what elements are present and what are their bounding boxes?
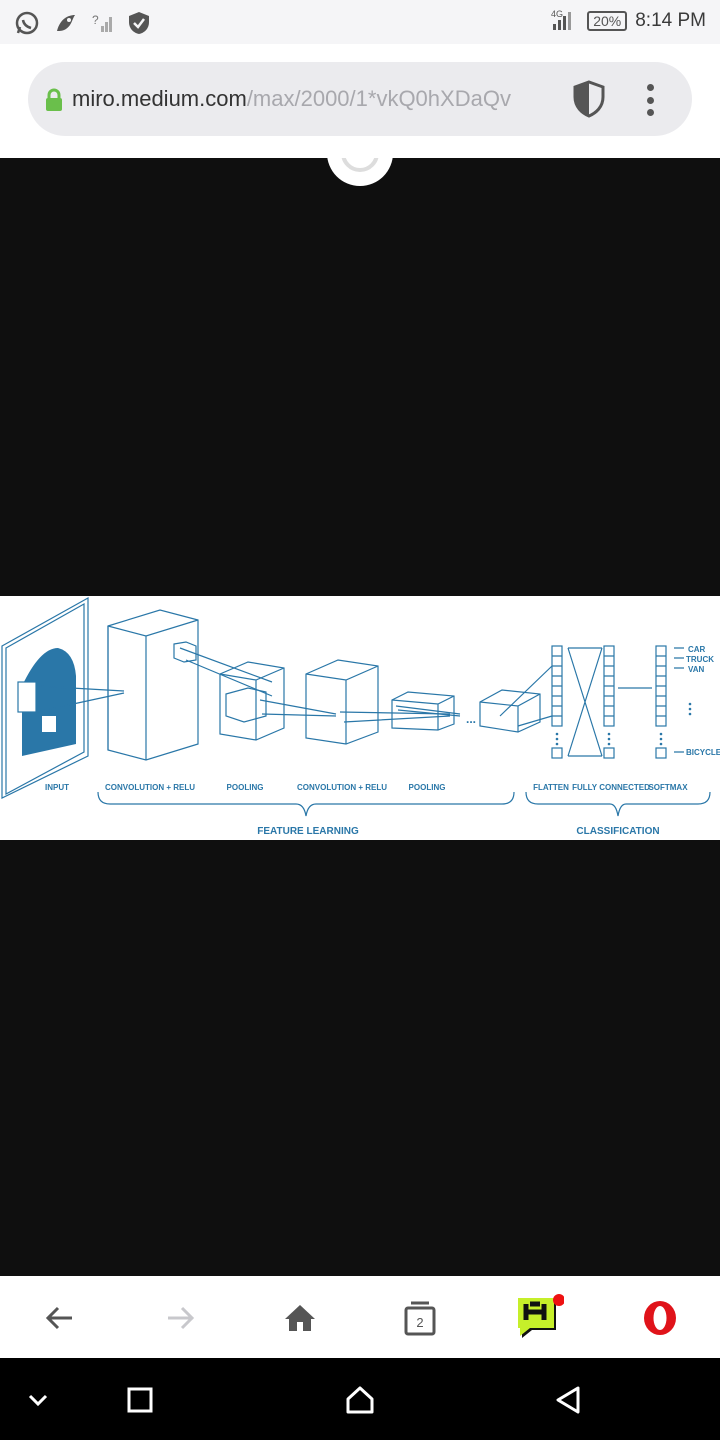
stage-fully-connected: FULLY CONNECTED (572, 783, 650, 792)
recents-icon (127, 1387, 153, 1413)
url-text[interactable]: miro.medium.com/max/2000/1*vkQ0hXDaQv (72, 86, 562, 112)
ad-block-shield-icon[interactable] (572, 80, 606, 118)
tabs-button[interactable]: 2 (396, 1294, 444, 1342)
whatsapp-icon (15, 11, 39, 35)
class-truck: TRUCK (686, 655, 714, 664)
stage-conv-relu-1: CONVOLUTION + RELU (105, 783, 195, 792)
class-car: CAR (688, 645, 706, 654)
home-button[interactable] (276, 1294, 324, 1342)
forward-icon (168, 1306, 195, 1330)
shield-check-icon (129, 12, 149, 34)
tabs-icon: 2 (404, 1301, 436, 1336)
hide-keyboard-button[interactable] (16, 1378, 60, 1422)
browser-address-area: miro.medium.com/max/2000/1*vkQ0hXDaQv (0, 44, 720, 158)
signal-icon: 4G (551, 9, 572, 30)
back-icon (45, 1306, 72, 1330)
back-button[interactable] (36, 1294, 84, 1342)
lock-icon (46, 88, 62, 111)
group-classification: CLASSIFICATION (576, 826, 659, 837)
cnn-diagram-image: ... CAR TRUCK VAN BICYCLE INPUT CONVOLUT… (0, 596, 720, 840)
stage-pooling-1: POOLING (227, 783, 264, 792)
address-bar[interactable]: miro.medium.com/max/2000/1*vkQ0hXDaQv (28, 62, 692, 136)
no-signal-icon: ? (92, 13, 112, 32)
chevron-down-icon (28, 1394, 48, 1407)
class-bicycle: BICYCLE (686, 748, 720, 757)
opera-icon (644, 1301, 676, 1335)
tabs-count: 2 (416, 1315, 423, 1330)
class-van: VAN (688, 665, 705, 674)
recents-button[interactable] (118, 1378, 162, 1422)
stage-pooling-2: POOLING (409, 783, 446, 792)
browser-toolbar: 2 (0, 1276, 720, 1358)
cnn-diagram-svg: ... CAR TRUCK VAN BICYCLE INPUT CONVOLUT… (1, 596, 720, 837)
stage-conv-relu-2: CONVOLUTION + RELU (297, 783, 387, 792)
svg-text:4G: 4G (551, 9, 563, 19)
forward-button[interactable] (156, 1294, 204, 1342)
url-domain: miro.medium.com (72, 86, 247, 111)
back-nav-icon (556, 1386, 580, 1414)
loading-spinner (327, 158, 393, 186)
battery-indicator: 20% (587, 11, 628, 31)
home-nav-button[interactable] (338, 1378, 382, 1422)
ellipsis-label: ... (466, 712, 476, 726)
back-nav-button[interactable] (546, 1378, 590, 1422)
menu-kebab-button[interactable] (640, 84, 660, 116)
home-icon (285, 1305, 315, 1331)
url-path: /max/2000/1*vkQ0hXDaQv (246, 86, 511, 111)
hype-button[interactable] (516, 1294, 564, 1342)
status-bar: ? 4G 20% 8:14 PM (0, 0, 720, 44)
opera-button[interactable] (636, 1294, 684, 1342)
clock: 8:14 PM (635, 10, 706, 31)
svg-text:?: ? (92, 13, 99, 27)
hype-icon (518, 1294, 564, 1338)
group-feature-learning: FEATURE LEARNING (257, 826, 359, 837)
home-nav-icon (346, 1386, 374, 1414)
system-navigation-bar (0, 1358, 720, 1440)
image-viewer: ... CAR TRUCK VAN BICYCLE INPUT CONVOLUT… (0, 158, 720, 1276)
stage-input: INPUT (45, 783, 69, 792)
stage-flatten: FLATTEN (533, 783, 569, 792)
stage-softmax: SOFTMAX (648, 783, 688, 792)
bird-icon (57, 15, 75, 31)
